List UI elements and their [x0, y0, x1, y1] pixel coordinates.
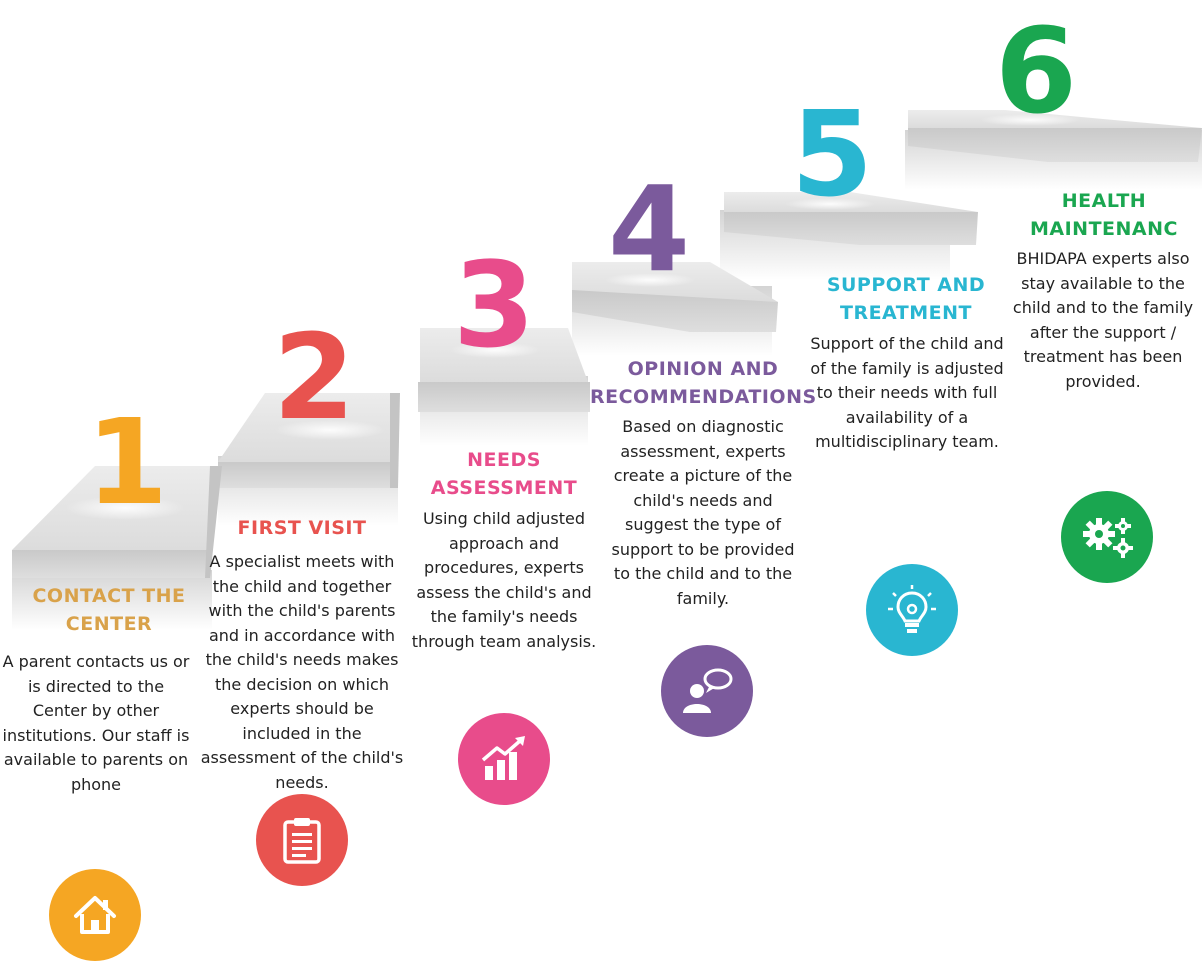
step-3-title: NEEDS ASSESSMENT	[430, 449, 578, 499]
step-1-description: A parent contacts us or is directed to t…	[2, 652, 190, 794]
growth-chart-icon	[481, 736, 525, 780]
clipboard-icon	[283, 818, 321, 864]
step-3-description: Using child adjusted approach and proced…	[411, 509, 597, 651]
step-3-icon-circle	[458, 713, 550, 805]
step-2-number: 2	[272, 308, 356, 446]
step-6-description: BHIDAPA experts also stay available to t…	[1012, 249, 1194, 391]
step-4-icon-circle	[661, 645, 753, 737]
step-5-description: Support of the child and of the family i…	[810, 334, 1004, 451]
step-1-number: 1	[85, 393, 169, 531]
stair-step-3	[418, 328, 590, 446]
stair-step-2	[218, 393, 400, 526]
step-2-icon-circle	[256, 794, 348, 886]
step-5-icon-circle	[866, 564, 958, 656]
lightbulb-icon	[888, 585, 936, 633]
step-6-icon-circle	[1061, 491, 1153, 583]
home-icon	[74, 896, 116, 934]
step-4-number: 4	[607, 160, 691, 298]
step-4-title: OPINION AND RECOMMENDATIONS	[590, 358, 817, 408]
step-2-description: A specialist meets with the child and to…	[200, 552, 404, 792]
step-3-number: 3	[452, 236, 536, 374]
step-5-title: SUPPORT AND TREATMENT	[826, 274, 986, 324]
step-4-description: Based on diagnostic assessment, experts …	[611, 417, 795, 608]
person-speech-icon	[683, 668, 733, 713]
stair-step-5	[720, 192, 978, 280]
step-5-number: 5	[790, 85, 874, 223]
step-6-title: HEALTH MAINTENANC	[1030, 190, 1178, 240]
stair-step-1	[12, 466, 222, 630]
step-2-title: FIRST VISIT	[237, 517, 367, 539]
step-1-icon-circle	[49, 869, 141, 961]
step-6-number: 6	[994, 2, 1078, 140]
gears-icon	[1083, 518, 1133, 558]
step-1-title: CONTACT THE CENTER	[32, 585, 186, 635]
stair-step-6	[905, 110, 1202, 190]
stair-step-4	[572, 262, 778, 356]
